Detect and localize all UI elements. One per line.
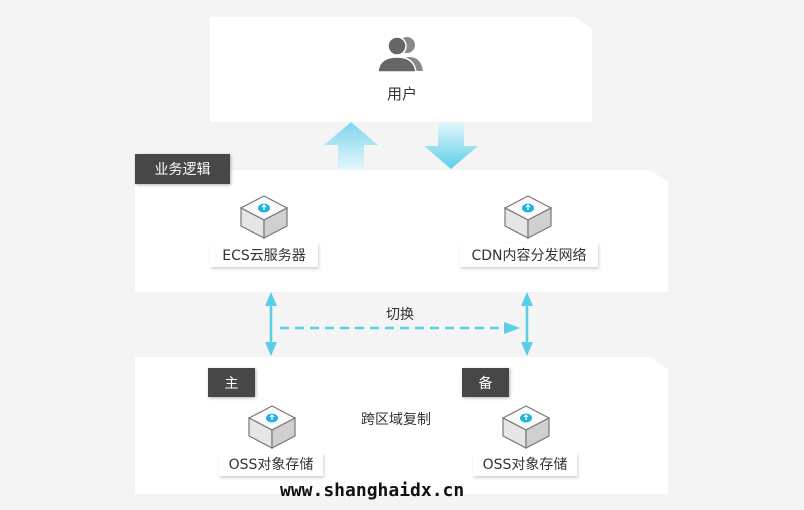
users-icon [377, 36, 423, 73]
switch-label: 切换 [386, 307, 414, 323]
business-tag: 业务逻辑 [135, 154, 230, 184]
oss-backup-label: OSS对象存储 [473, 452, 577, 476]
backup-tag: 备 [462, 368, 509, 397]
oss-primary-icon [247, 404, 297, 450]
oss-primary-label: OSS对象存储 [219, 452, 323, 476]
up-arrow [324, 122, 378, 170]
cdn-label: CDN内容分发网络 [460, 243, 598, 267]
oss-backup-icon [501, 404, 551, 450]
primary-tag: 主 [208, 368, 255, 397]
watermark: www.shanghaidx.cn [280, 480, 465, 501]
user-label: 用户 [386, 85, 418, 103]
replication-label: 跨区域复制 [361, 412, 431, 428]
down-arrow [424, 122, 478, 169]
ecs-label: ECS云服务器 [210, 243, 318, 267]
business-panel [135, 170, 668, 292]
